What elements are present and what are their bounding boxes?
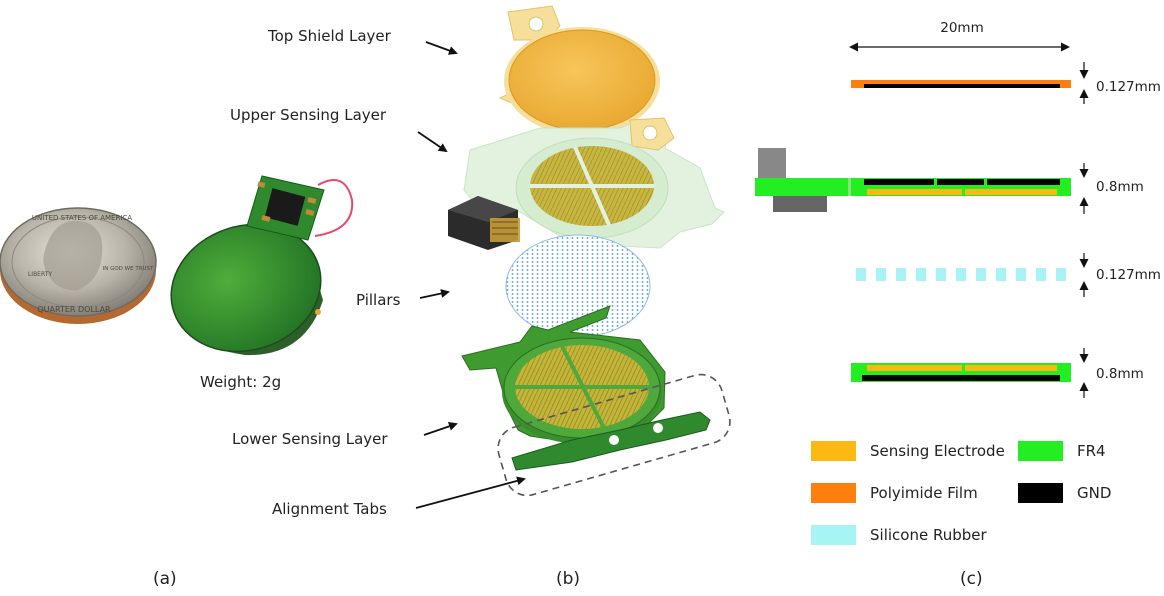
thickness-label-lower-sensing: 0.8mm	[1096, 366, 1144, 382]
alignment-tabs-highlight-box	[497, 373, 731, 497]
stack-pillars	[856, 268, 1066, 281]
sensor-device	[170, 175, 354, 356]
panel-a: UNITED STATES OF AMERICA QUARTER DOLLAR …	[0, 175, 354, 589]
sensor-disk	[170, 223, 322, 353]
thickness-label-upper-sensing: 0.8mm	[1096, 179, 1144, 195]
stack-upper-sensing	[755, 148, 1071, 212]
arrow-alignment-tabs	[415, 476, 526, 509]
label-top-shield: Top Shield Layer	[267, 27, 392, 45]
thickness-label-pillars: 0.127mm	[1096, 267, 1161, 283]
legend-label-silicone-rubber: Silicone Rubber	[870, 526, 987, 544]
arrow-lower-sensing	[423, 422, 458, 436]
panel-c: 20mm	[755, 20, 1161, 589]
legend: Sensing Electrode FR4 Polyimide Film GND…	[811, 441, 1111, 545]
legend-label-sensing-electrode: Sensing Electrode	[870, 442, 1005, 460]
legend-swatch-silicone-rubber	[811, 525, 856, 545]
lower-sensing-layer	[461, 305, 666, 445]
label-upper-sensing: Upper Sensing Layer	[230, 106, 387, 124]
legend-swatch-sensing-electrode	[811, 441, 856, 461]
legend-label-gnd: GND	[1077, 484, 1111, 502]
stack-top-shield	[851, 80, 1071, 88]
connector-icon	[448, 196, 520, 250]
label-alignment-tabs: Alignment Tabs	[272, 500, 387, 518]
chip-icon	[264, 188, 306, 226]
coin-text-bottom: QUARTER DOLLAR	[37, 305, 111, 314]
alignment-tabs	[497, 373, 731, 497]
thickness-label-top-shield: 0.127mm	[1096, 79, 1161, 95]
caption-b: (b)	[556, 569, 580, 589]
width-label: 20mm	[940, 20, 983, 36]
weight-label: Weight: 2g	[200, 373, 281, 391]
legend-label-polyimide-film: Polyimide Film	[870, 484, 978, 502]
arrow-upper-sensing	[417, 131, 448, 153]
label-pillars: Pillars	[356, 291, 401, 309]
quarter-coin: UNITED STATES OF AMERICA QUARTER DOLLAR …	[0, 207, 157, 324]
coin-text-top: UNITED STATES OF AMERICA	[32, 214, 132, 222]
caption-a: (a)	[153, 569, 177, 589]
caption-c: (c)	[960, 569, 983, 589]
legend-label-fr4: FR4	[1077, 442, 1106, 460]
arrow-pillars	[419, 289, 450, 299]
legend-swatch-fr4	[1018, 441, 1063, 461]
top-shield-layer	[498, 5, 660, 135]
stack-lower-sensing	[851, 363, 1071, 382]
coin-text-right: IN GOD WE TRUST	[103, 266, 154, 272]
red-wire	[314, 179, 354, 237]
legend-swatch-gnd	[1018, 483, 1063, 503]
arrow-top-shield	[425, 41, 458, 55]
legend-swatch-polyimide-film	[811, 483, 856, 503]
panel-b: Top Shield Layer Upper Sensing Layer Pil…	[230, 5, 731, 589]
label-lower-sensing: Lower Sensing Layer	[232, 430, 388, 448]
upper-sensing-layer	[448, 117, 725, 250]
coin-text-left: LIBERTY	[28, 271, 52, 278]
